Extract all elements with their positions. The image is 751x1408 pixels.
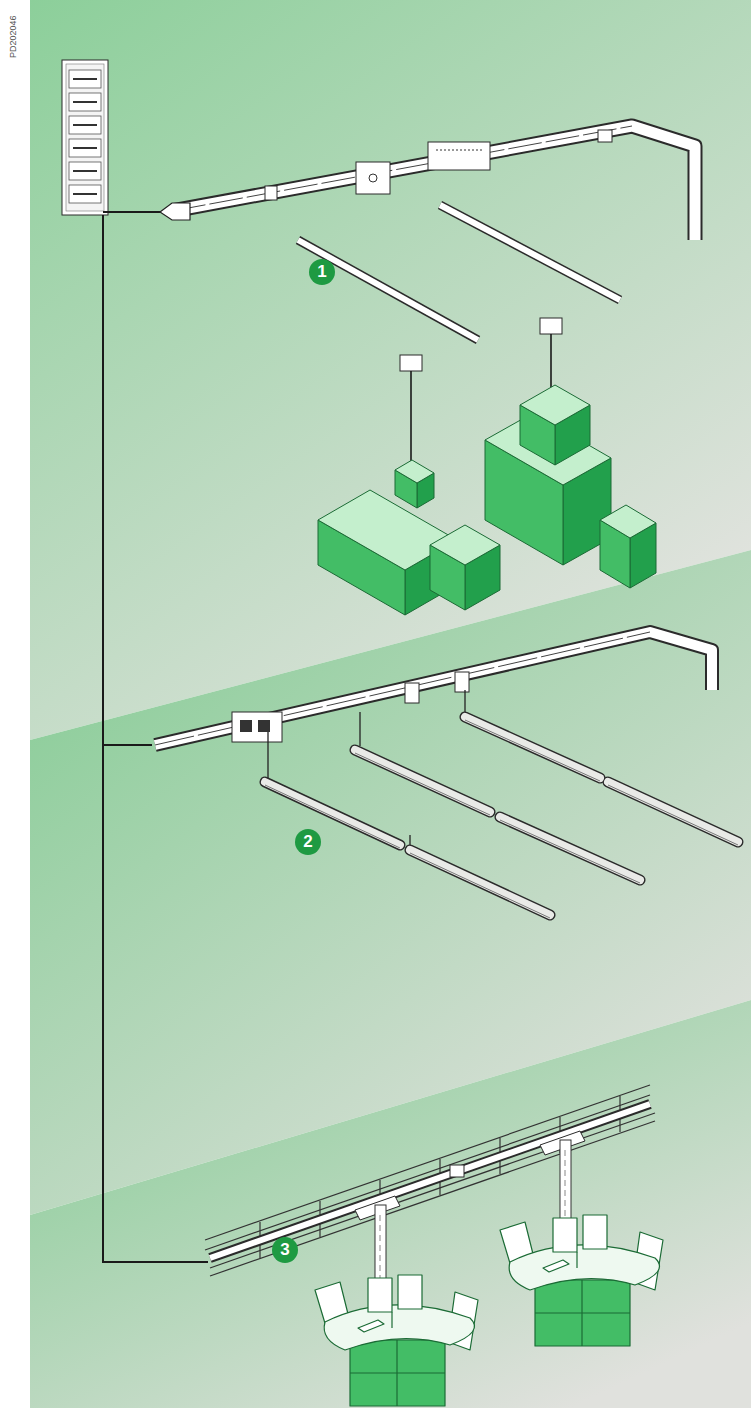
office-busbar [210, 1104, 650, 1258]
background-band [30, 1000, 751, 1408]
callout-number: 1 [309, 259, 335, 285]
callout-number: 2 [295, 829, 321, 855]
switchboard [62, 60, 108, 215]
light-fixture [265, 690, 738, 918]
callout-number: 3 [272, 1237, 298, 1263]
branch-busbar [298, 205, 620, 472]
drawing-code: PD202046 [8, 15, 18, 58]
power-busbar [160, 126, 695, 240]
machine [318, 460, 500, 615]
callout-circle [272, 259, 335, 1263]
lighting-busbar [155, 632, 712, 745]
office-desk [500, 1215, 663, 1346]
office-desk [315, 1275, 478, 1406]
machine [485, 385, 656, 588]
cable-tray [205, 1085, 655, 1276]
